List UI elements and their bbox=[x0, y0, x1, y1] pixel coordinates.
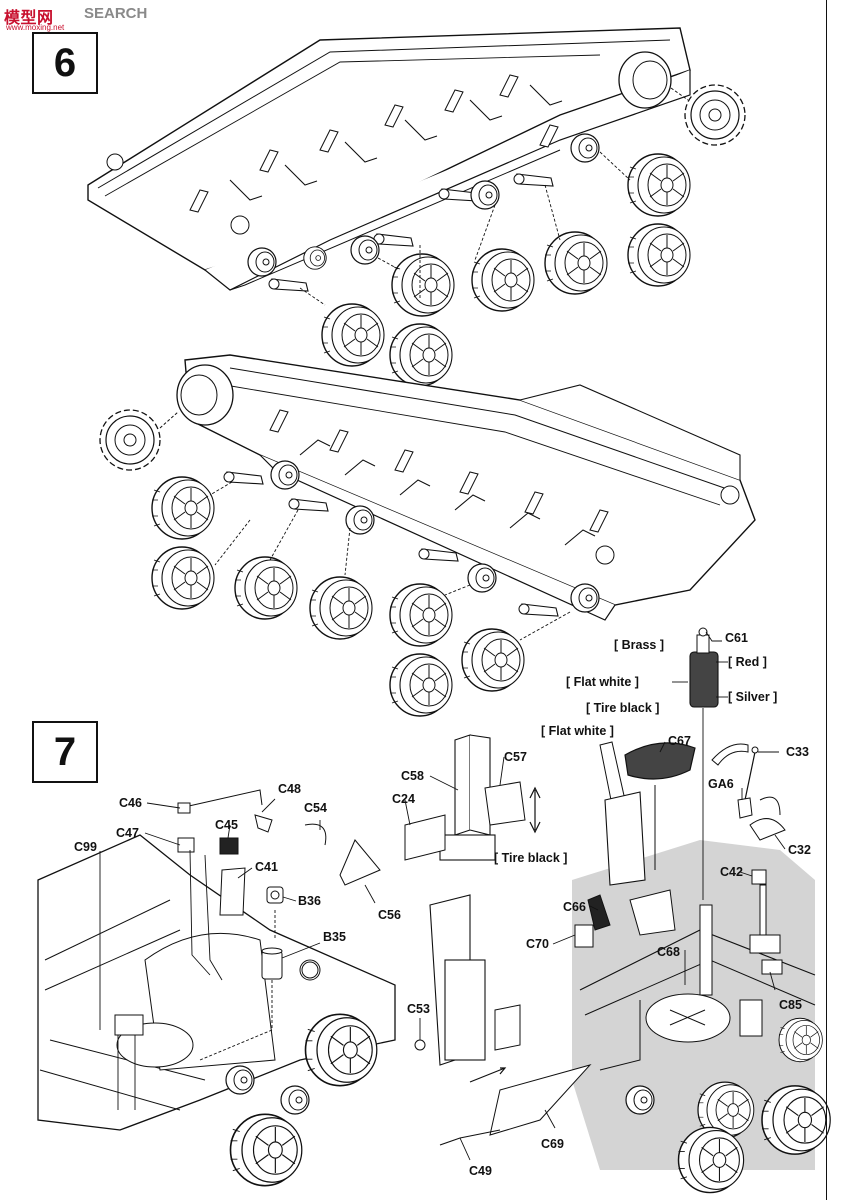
paint-silver: [ Silver ] bbox=[728, 690, 778, 704]
label-c48: C48 bbox=[278, 782, 301, 796]
label-c58: C58 bbox=[401, 769, 424, 783]
paint-brass: [ Brass ] bbox=[614, 638, 665, 652]
label-c68: C68 bbox=[657, 945, 680, 959]
paint-tire-black-2: [ Tire black ] bbox=[494, 851, 568, 865]
step7-c49-assembly bbox=[414, 894, 592, 1146]
label-c42: C42 bbox=[720, 865, 743, 879]
step-6-number: 6 bbox=[32, 32, 98, 94]
label-c24: C24 bbox=[392, 792, 415, 806]
label-c54: C54 bbox=[304, 801, 327, 815]
label-c61: C61 bbox=[725, 631, 748, 645]
label-c41: C41 bbox=[255, 860, 278, 874]
label-c99: C99 bbox=[74, 840, 97, 854]
step6-lower-hull bbox=[176, 354, 756, 621]
label-c33: C33 bbox=[786, 745, 809, 759]
step6-upper-guides bbox=[299, 151, 631, 306]
label-c32: C32 bbox=[788, 843, 811, 857]
step6-upper-hull bbox=[87, 27, 691, 291]
label-c57: C57 bbox=[504, 750, 527, 764]
label-c66: C66 bbox=[563, 900, 586, 914]
label-c49: C49 bbox=[469, 1164, 492, 1178]
step6-lower-guides bbox=[209, 481, 571, 641]
paint-flat-white-2: [ Flat white ] bbox=[541, 724, 614, 738]
page-edge-line bbox=[826, 0, 827, 1200]
watermark-brand: 模型网 bbox=[4, 10, 54, 27]
label-c45: C45 bbox=[215, 818, 238, 832]
step6-lower-sprocket-guide bbox=[159, 411, 179, 429]
paint-red: [ Red ] bbox=[728, 655, 767, 669]
leader-lines bbox=[99, 631, 786, 1161]
paint-flat-white-1: [ Flat white ] bbox=[566, 675, 639, 689]
step7-lever-c33 bbox=[711, 743, 786, 841]
step7-extinguisher-c61 bbox=[689, 627, 719, 900]
label-b35: B35 bbox=[323, 930, 346, 944]
step6-lower-sprocket bbox=[99, 409, 161, 471]
label-ga6: GA6 bbox=[708, 777, 734, 791]
step6-upper-sprocket bbox=[684, 84, 746, 146]
watermark-url: www.moxing.net bbox=[6, 23, 65, 32]
label-c70: C70 bbox=[526, 937, 549, 951]
step7-c58-assembly bbox=[404, 734, 541, 861]
step-7-number: 7 bbox=[32, 721, 98, 783]
watermark-search: SEARCH bbox=[84, 5, 148, 22]
label-b36: B36 bbox=[298, 894, 321, 908]
label-c69: C69 bbox=[541, 1137, 564, 1151]
paint-tire-black-1: [ Tire black ] bbox=[586, 701, 660, 715]
step7-seat-assembly bbox=[574, 741, 696, 948]
label-c85: C85 bbox=[779, 998, 802, 1012]
step6-sprocket-guide bbox=[670, 87, 689, 101]
label-c67: C67 bbox=[668, 734, 691, 748]
label-c46: C46 bbox=[119, 796, 142, 810]
label-c53: C53 bbox=[407, 1002, 430, 1016]
step7-small-parts bbox=[177, 789, 381, 1061]
label-c56: C56 bbox=[378, 908, 401, 922]
step7-c42-c85 bbox=[749, 869, 783, 975]
watermark: 模型网 SEARCH www.moxing.net bbox=[4, 4, 164, 34]
label-c47: C47 bbox=[116, 826, 139, 840]
